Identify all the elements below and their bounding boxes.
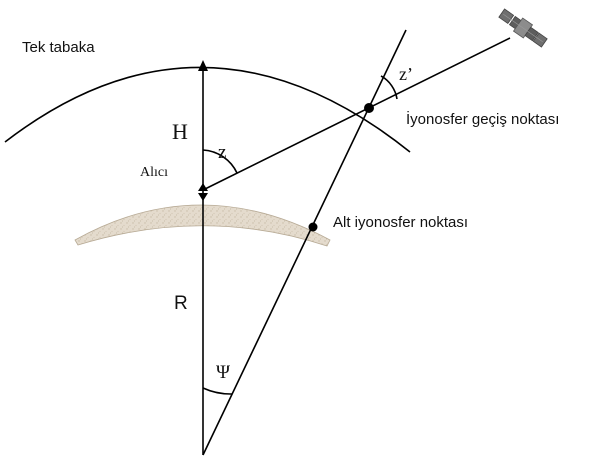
- zenith-angle-label: z: [218, 142, 226, 163]
- radius-label: R: [174, 293, 188, 314]
- arrowhead-receiver-down: [198, 193, 208, 201]
- sub-point-label: Alt iyonosfer noktası: [333, 214, 468, 231]
- receiver-to-satellite-line: [202, 37, 511, 191]
- centre-to-pierce-line: [202, 29, 407, 456]
- ionosphere-shell: [4, 66, 411, 153]
- zenith-prime-angle-arc: [380, 75, 398, 100]
- arrowhead-receiver-up: [198, 183, 208, 191]
- pierce-point-label: İyonosfer geçiş noktası: [406, 110, 559, 128]
- receiver-label: Alıcı: [140, 165, 168, 180]
- pierce-point-marker: [364, 103, 374, 113]
- zenith-prime-angle-label: z’: [399, 64, 413, 84]
- arrowhead-top: [198, 60, 208, 71]
- zenith-angle-arc: [202, 149, 238, 174]
- height-label: H: [172, 119, 188, 144]
- layer-label: Tek tabaka: [22, 39, 95, 56]
- satellite-icon: [498, 8, 548, 48]
- psi-angle-label: Ψ: [216, 362, 230, 383]
- psi-angle-arc: [202, 387, 233, 395]
- sub-ionospheric-point-marker: [308, 222, 318, 232]
